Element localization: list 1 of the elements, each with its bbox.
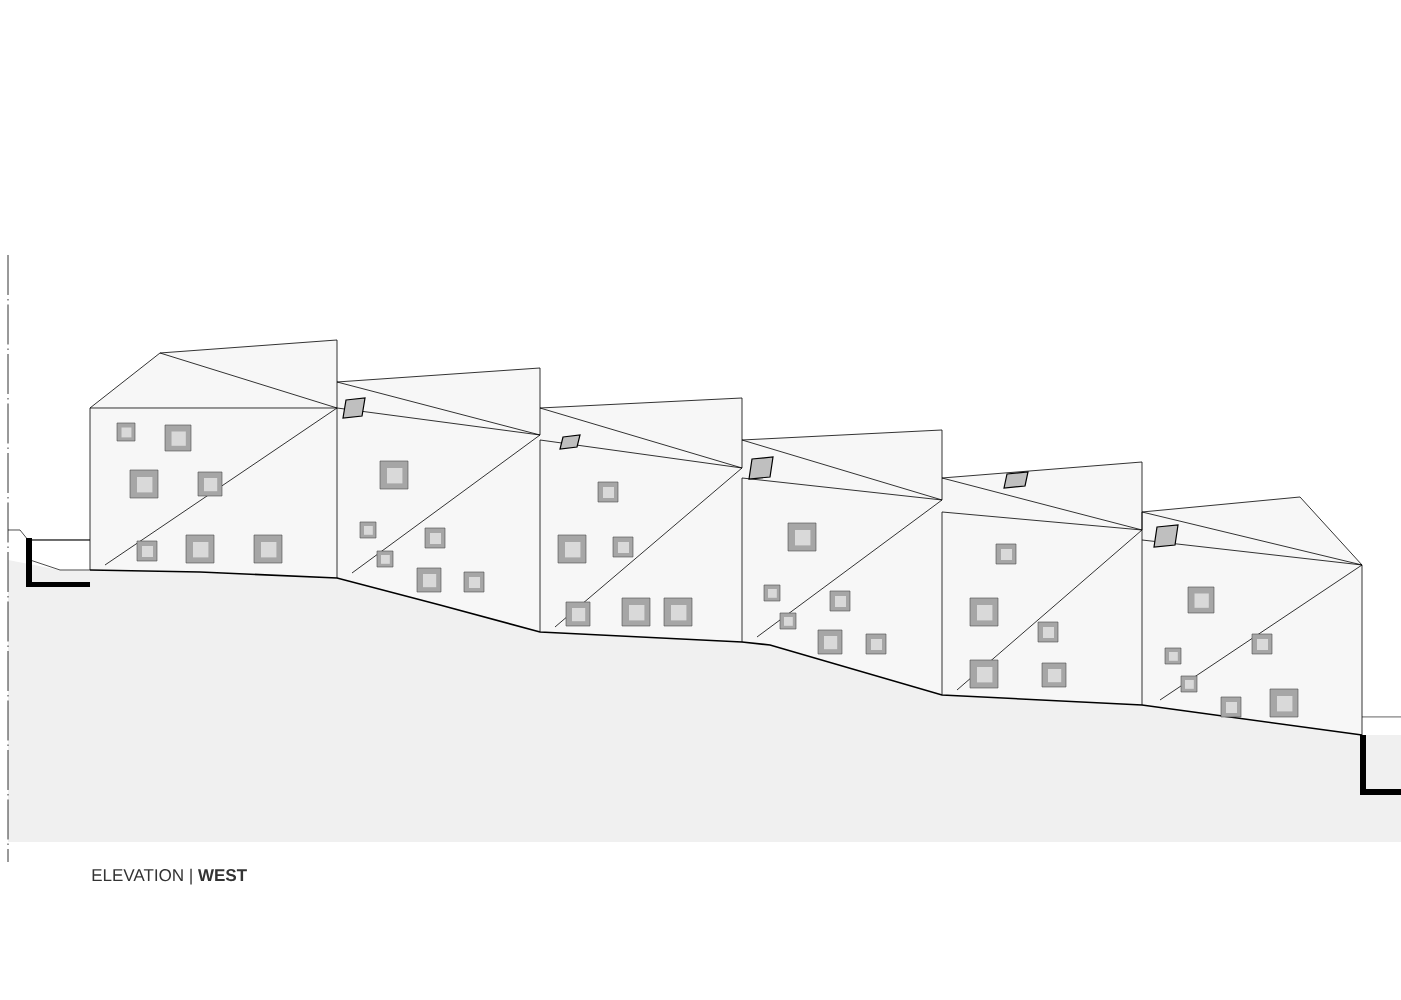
caption: ELEVATION | WEST — [92, 868, 247, 885]
